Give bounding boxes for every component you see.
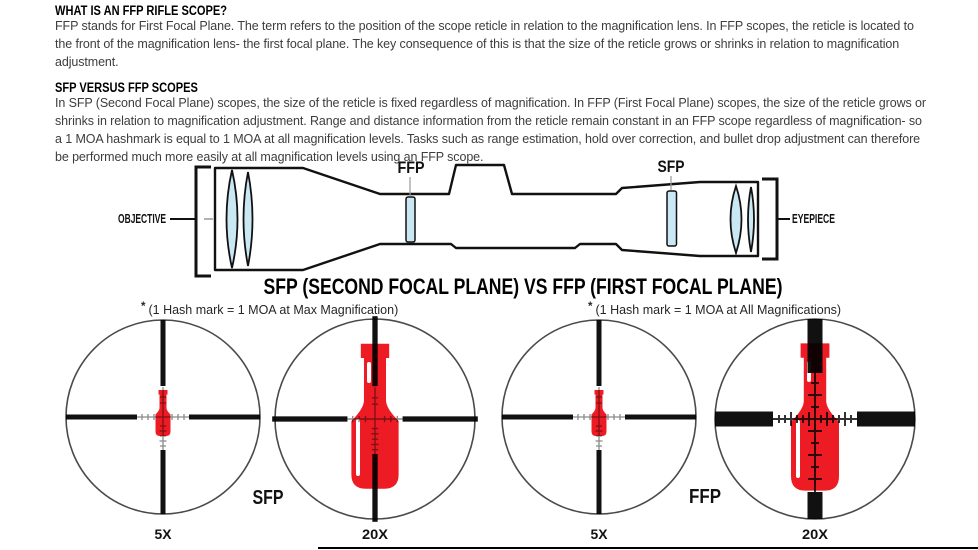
objective-lens-1 xyxy=(225,169,239,269)
magnification-label-sfp-5x: 5X xyxy=(155,526,173,542)
sfp-note-text: (1 Hash mark = 1 MOA at Max Magnificatio… xyxy=(148,303,399,317)
magnification-label-ffp-5x: 5X xyxy=(591,526,609,542)
reticle-sfp-5x xyxy=(65,319,261,515)
bottom-border-line xyxy=(318,547,978,549)
ffp-lens xyxy=(405,196,416,243)
reticle-sfp-20x xyxy=(271,315,479,523)
ffp-plane-label: FFP xyxy=(398,158,425,177)
ffp-group-label: FFP xyxy=(689,486,721,508)
objective-lens-2 xyxy=(242,171,254,267)
magnification-label-sfp-20x: 20X xyxy=(362,526,389,542)
scope-body-outline xyxy=(213,163,760,272)
asterisk: * xyxy=(141,301,146,313)
reticle-ffp-5x xyxy=(501,319,697,515)
eyepiece-lens-1 xyxy=(729,183,743,256)
section2-heading: SFP VERSUS FFP SCOPES xyxy=(55,80,198,95)
sfp-group-label: SFP xyxy=(253,487,284,509)
eyepiece-label: EYEPIECE xyxy=(792,212,835,226)
sfp-note: *(1 Hash mark = 1 MOA at Max Magnificati… xyxy=(141,301,399,317)
bottle-highlight xyxy=(356,362,371,476)
reticle-ffp-20x xyxy=(714,318,916,520)
asterisk: * xyxy=(588,301,593,313)
section1-heading: WHAT IS AN FFP RIFLE SCOPE? xyxy=(55,3,228,18)
scope-cutaway-diagram: FFP SFP OBJECTIVE EYEPIECE xyxy=(118,157,835,278)
eyepiece-lens-2 xyxy=(747,186,755,253)
sfp-lens xyxy=(666,190,678,247)
ffp-note-text: (1 Hash mark = 1 MOA at All Magnificatio… xyxy=(595,303,842,317)
crosshair-reticle xyxy=(271,315,479,523)
magnification-label-ffp-20x: 20X xyxy=(802,526,829,542)
objective-label: OBJECTIVE xyxy=(118,212,166,226)
eyepiece-bracket xyxy=(762,177,779,261)
section1-body: FFP stands for First Focal Plane. The te… xyxy=(55,19,914,69)
ffp-note: *(1 Hash mark = 1 MOA at All Magnificati… xyxy=(588,301,842,317)
section2-body: In SFP (Second Focal Plane) scopes, the … xyxy=(55,96,926,164)
objective-bracket xyxy=(194,165,211,278)
sfp-plane-label: SFP xyxy=(658,157,685,176)
reticle-comparison: SFP FFP 5X 20X 5X 20X xyxy=(65,315,916,542)
comparison-title: SFP (SECOND FOCAL PLANE) VS FFP (FIRST F… xyxy=(263,274,783,299)
